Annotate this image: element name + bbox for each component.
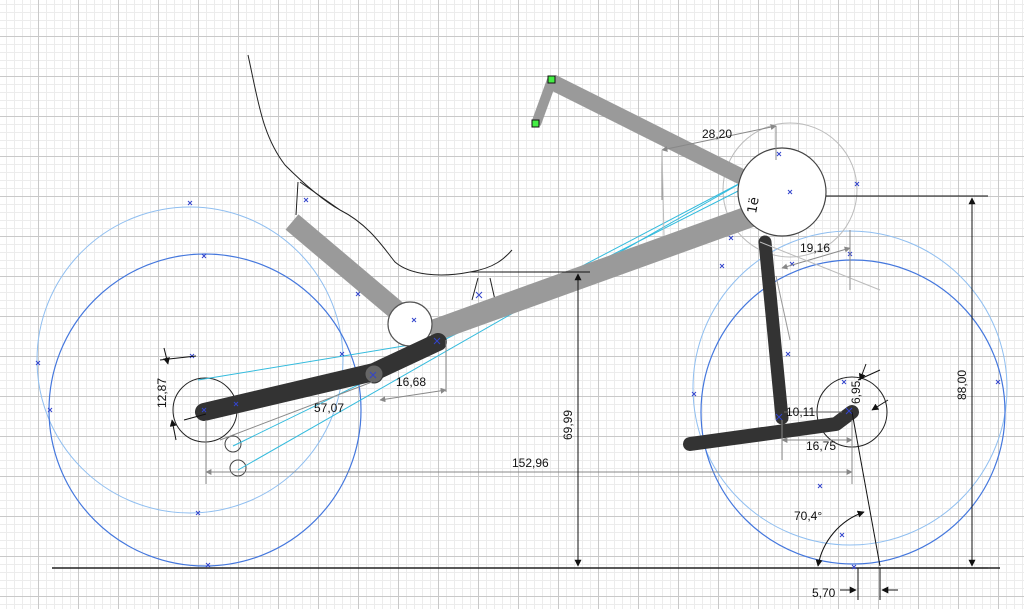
handle-point-2[interactable]	[531, 119, 540, 128]
rider-silhouette	[247, 54, 545, 301]
dim-fork-link: 10,11	[786, 405, 815, 419]
dim-fork-offset-angle: 19,16	[800, 241, 830, 255]
head-badge: 1ë	[745, 196, 763, 215]
front-fork-arm	[683, 405, 859, 451]
dim-head-angle: 70,4°	[794, 509, 822, 523]
rear-wheel-outer-circle	[36, 206, 344, 514]
frame-dark[interactable]	[195, 235, 859, 451]
dimension-lines	[205, 124, 881, 484]
handlebar-grip	[531, 78, 557, 126]
dim-dropout-offset: 12,87	[155, 378, 169, 408]
handle-point-1[interactable]	[547, 75, 556, 84]
frame-light[interactable]	[285, 74, 827, 347]
main-boom	[426, 194, 786, 343]
dim-front-dropout: 16,75	[806, 439, 836, 453]
dim-trail: 5,70	[812, 586, 836, 600]
idler-small-2	[229, 459, 247, 477]
dim-overall-height: 88,00	[955, 370, 969, 400]
seat-back	[285, 214, 415, 328]
handlebar-stem	[548, 74, 752, 188]
dim-pivot-link: 16,68	[396, 375, 426, 389]
node-markers[interactable]	[35, 151, 1001, 570]
dim-front-axle-offset: 6,95	[849, 380, 863, 404]
front-fork-upright	[758, 235, 789, 425]
dim-rear-ride-height: 69,99	[561, 410, 575, 440]
dimension-lines-dark	[159, 195, 988, 600]
dim-seat-tube-top: 28,20	[702, 127, 732, 141]
rear-wheel-inner-circle	[48, 253, 362, 567]
idler-small-1	[224, 435, 242, 453]
dim-wheelbase: 152,96	[512, 456, 549, 470]
crank-circle	[737, 147, 827, 237]
edit-handles[interactable]	[531, 75, 556, 128]
dim-chainstay: 57,07	[314, 401, 344, 415]
